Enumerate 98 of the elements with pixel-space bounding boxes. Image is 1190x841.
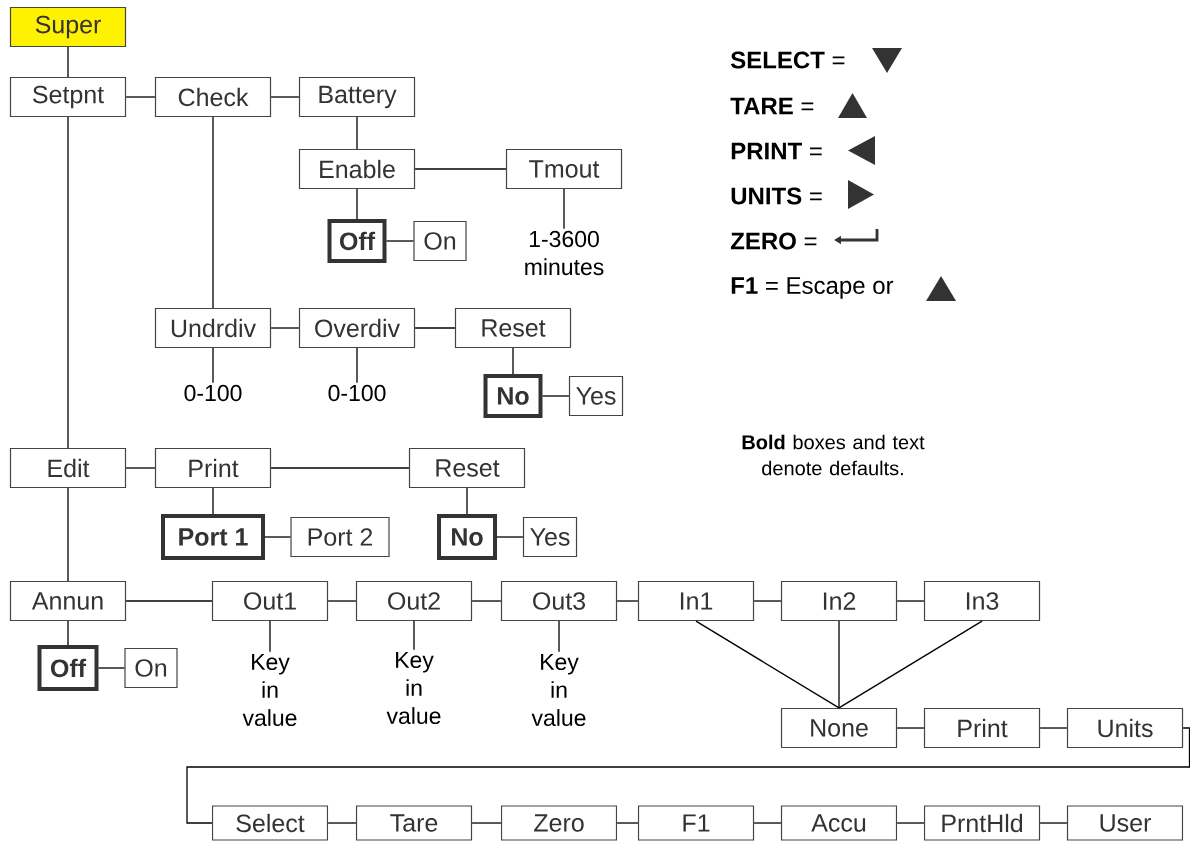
menu-box: Edit: [9, 447, 127, 489]
menu-box: Accu: [780, 805, 898, 841]
connector-line: [327, 822, 357, 824]
menu-box: Out2: [355, 580, 473, 622]
value-text: 0-100: [184, 384, 242, 402]
connector-line: [97, 667, 126, 669]
connector-line: [838, 620, 983, 709]
value-text: 1-3600 minutes: [525, 230, 604, 276]
menu-box: Reset: [454, 307, 572, 349]
key-label: F1 = Escape or: [731, 277, 894, 299]
menu-box: Battery: [298, 76, 416, 118]
connector-line: [270, 467, 410, 469]
connector-line: [695, 620, 840, 709]
menu-box: Print: [154, 447, 272, 489]
connector-line: [896, 600, 925, 602]
menu-box: Zero: [500, 805, 618, 841]
connector-line: [1039, 727, 1068, 729]
menu-box: In2: [780, 580, 898, 622]
menu-box: Out1: [211, 580, 329, 622]
connector-line: [186, 727, 1190, 824]
connector-line: [1039, 822, 1068, 824]
key-label: PRINT =: [731, 142, 822, 160]
menu-box: Tare: [355, 805, 473, 841]
menu-box: Setpnt: [9, 76, 127, 118]
menu-box: User: [1066, 805, 1184, 841]
connector-line: [67, 46, 69, 78]
menu-box: None: [780, 707, 898, 749]
connector-line: [753, 822, 782, 824]
default-box: Port 1: [161, 514, 265, 560]
default-box: Off: [327, 219, 387, 263]
menu-box: Select: [211, 805, 329, 841]
connector-line: [471, 600, 502, 602]
connector-line: [264, 536, 292, 538]
connector-line: [616, 822, 639, 824]
key-label: ZERO =: [730, 232, 817, 250]
menu-box: Yes: [522, 516, 578, 558]
connector-line: [356, 347, 358, 384]
menu-box: Undrdiv: [154, 307, 272, 349]
default-box: No: [437, 514, 497, 560]
key-label: TARE =: [730, 97, 814, 115]
menu-box: PrntHld: [923, 805, 1041, 841]
menu-box: Annun: [9, 580, 127, 622]
connector-line: [413, 620, 415, 651]
connector-line: [327, 600, 357, 602]
connector-line: [616, 600, 639, 602]
connector-line: [125, 96, 156, 98]
connector-line: [270, 327, 300, 329]
connector-line: [414, 327, 456, 329]
menu-box: Port 2: [290, 516, 390, 558]
connector-line: [558, 620, 560, 653]
menu-box: Out3: [500, 580, 618, 622]
connector-line: [385, 240, 415, 242]
connector-line: [414, 168, 507, 170]
connector-line: [356, 116, 358, 150]
connector-line: [896, 727, 925, 729]
key-label: UNITS =: [731, 187, 822, 205]
value-text: Key in value: [386, 652, 441, 725]
connector-line: [496, 536, 524, 538]
menu-box: Check: [154, 76, 272, 118]
menu-box: Overdiv: [298, 307, 416, 349]
menu-box: Super: [9, 6, 127, 48]
connector-line: [563, 188, 565, 230]
menu-box: Reset: [408, 447, 526, 489]
connector-line: [212, 116, 214, 309]
connector-line: [269, 620, 271, 653]
connector-line: [541, 395, 570, 397]
connector-line: [512, 347, 514, 375]
connector-line: [212, 347, 214, 384]
default-box: No: [483, 374, 543, 418]
connector-line: [67, 116, 69, 449]
connector-line: [471, 822, 502, 824]
key-label: SELECT =: [730, 51, 845, 69]
connector-line: [212, 487, 214, 515]
value-text: 0-100: [328, 384, 386, 402]
menu-box: Enable: [298, 148, 416, 190]
connector-line: [67, 487, 69, 582]
connector-line: [270, 96, 300, 98]
menu-box: In3: [923, 580, 1041, 622]
connector-line: [838, 620, 840, 709]
menu-box: Print: [923, 707, 1041, 749]
menu-box: On: [413, 220, 467, 262]
connector-line: [896, 822, 925, 824]
connector-line: [356, 188, 358, 220]
menu-box: F1: [637, 805, 755, 841]
note-text: Bold boxes and text denote defaults.: [742, 434, 925, 476]
connector-line: [67, 620, 69, 646]
menu-box: Units: [1066, 707, 1184, 749]
default-box: Off: [37, 645, 99, 691]
menu-box: In1: [637, 580, 755, 622]
menu-box: Tmout: [505, 148, 623, 190]
connector-line: [125, 467, 156, 469]
menu-box: Yes: [568, 375, 624, 417]
value-text: Key in value: [531, 654, 586, 727]
value-text: Key in value: [242, 654, 297, 727]
menu-box: On: [124, 647, 178, 689]
connector-line: [125, 600, 213, 602]
connector-line: [753, 600, 782, 602]
connector-line: [466, 487, 468, 515]
